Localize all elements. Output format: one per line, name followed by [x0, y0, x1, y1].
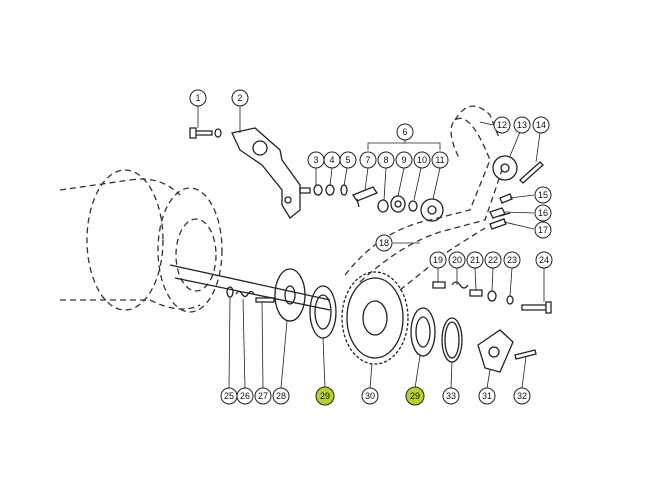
callout-19: 19 [429, 251, 447, 269]
callout-27: 27 [254, 387, 272, 405]
callout-23: 23 [503, 251, 521, 269]
callout-29-left: 29 [315, 386, 335, 406]
svg-text:20: 20 [452, 255, 462, 265]
friction-disc-left [309, 285, 337, 339]
idler-sprocket [492, 155, 518, 181]
main-sprocket [341, 271, 409, 365]
svg-text:19: 19 [433, 255, 443, 265]
svg-text:17: 17 [538, 225, 548, 235]
svg-text:26: 26 [240, 391, 250, 401]
nut-washer-set [299, 184, 348, 196]
callout-21: 21 [466, 251, 484, 269]
svg-text:5: 5 [345, 155, 350, 165]
svg-text:31: 31 [482, 391, 492, 401]
callout-6: 6 [396, 123, 414, 141]
callout-29-right: 29 [405, 386, 425, 406]
callout-9: 9 [395, 151, 413, 169]
pressure-plate [477, 329, 514, 373]
svg-text:16: 16 [538, 208, 548, 218]
callout-33: 33 [442, 387, 460, 405]
callout-13: 13 [513, 116, 531, 134]
callout-32: 32 [513, 387, 531, 405]
svg-text:12: 12 [497, 120, 507, 130]
svg-text:14: 14 [536, 120, 546, 130]
callout-11: 11 [431, 151, 449, 169]
callouts: 1 2 3 4 5 6 7 8 9 10 11 12 13 14 15 16 1… [189, 89, 553, 406]
callout-10: 10 [413, 151, 431, 169]
bracket-part [231, 127, 301, 219]
svg-text:24: 24 [539, 255, 549, 265]
svg-text:7: 7 [365, 155, 370, 165]
callout-2: 2 [231, 89, 249, 107]
callout-15: 15 [534, 186, 552, 204]
svg-text:3: 3 [313, 155, 318, 165]
svg-text:1: 1 [195, 93, 200, 103]
svg-text:22: 22 [488, 255, 498, 265]
svg-text:33: 33 [446, 391, 456, 401]
svg-text:8: 8 [383, 155, 388, 165]
callout-8: 8 [377, 151, 395, 169]
callout-1: 1 [189, 89, 207, 107]
svg-text:4: 4 [329, 155, 334, 165]
callout-22: 22 [484, 251, 502, 269]
callout-28: 28 [272, 387, 290, 405]
small-pin [514, 349, 537, 360]
svg-text:29: 29 [410, 391, 420, 401]
callout-26: 26 [236, 387, 254, 405]
callout-17: 17 [534, 221, 552, 239]
callout-3: 3 [307, 151, 325, 169]
svg-text:9: 9 [401, 155, 406, 165]
svg-text:29: 29 [320, 391, 330, 401]
callout-7: 7 [359, 151, 377, 169]
callout-20: 20 [448, 251, 466, 269]
callout-25: 25 [220, 387, 238, 405]
svg-text:2: 2 [237, 93, 242, 103]
svg-text:32: 32 [517, 391, 527, 401]
callout-5: 5 [339, 151, 357, 169]
svg-text:15: 15 [538, 190, 548, 200]
drum-outline [59, 169, 223, 313]
tensioner-assembly [352, 186, 444, 222]
friction-disc-right [410, 307, 436, 357]
callout-24: 24 [535, 251, 553, 269]
pin-part [519, 161, 544, 184]
clip-set [489, 193, 513, 230]
svg-text:30: 30 [365, 391, 375, 401]
retaining-ring [441, 317, 463, 363]
svg-text:11: 11 [435, 155, 444, 165]
svg-text:21: 21 [470, 255, 480, 265]
hub-hardware [432, 281, 552, 314]
callout-14: 14 [532, 116, 550, 134]
bolt-part [189, 127, 222, 139]
svg-text:23: 23 [507, 255, 517, 265]
callout-30: 30 [361, 387, 379, 405]
spring-set [226, 286, 275, 303]
svg-text:27: 27 [258, 391, 268, 401]
hub-flange [274, 268, 306, 322]
callout-12: 12 [493, 116, 511, 134]
svg-text:28: 28 [276, 391, 286, 401]
callout-31: 31 [478, 387, 496, 405]
callout-18: 18 [375, 234, 393, 252]
svg-text:10: 10 [417, 155, 427, 165]
svg-text:25: 25 [224, 391, 234, 401]
leader-lines [197, 106, 545, 389]
callout-16: 16 [534, 204, 552, 222]
callout-4: 4 [323, 151, 341, 169]
shaft [169, 264, 331, 311]
svg-text:13: 13 [517, 120, 527, 130]
svg-text:6: 6 [402, 127, 407, 137]
svg-text:18: 18 [379, 238, 389, 248]
